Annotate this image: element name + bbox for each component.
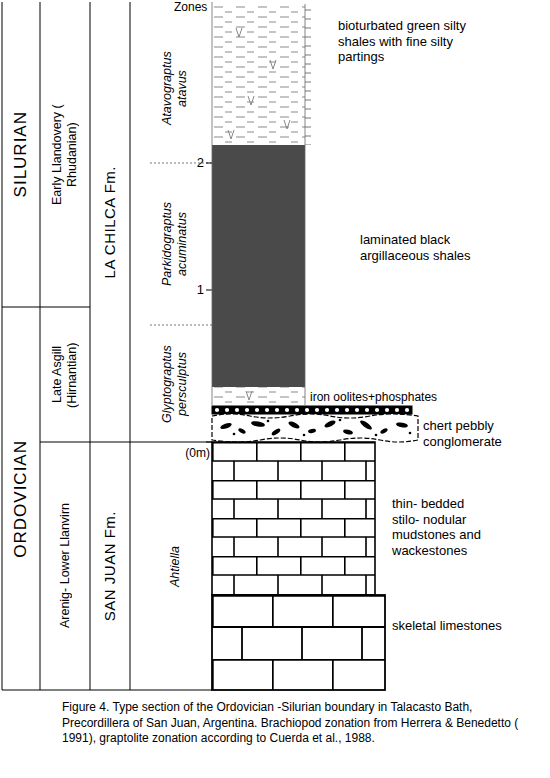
black-shale bbox=[212, 145, 305, 387]
chert-grain bbox=[339, 419, 342, 422]
shale-ticks bbox=[305, 4, 313, 145]
lithology-label: skeletal limestones bbox=[392, 618, 532, 634]
unit-name: Early Llandovery ( Rhudanian) bbox=[50, 100, 80, 210]
bioturbation-mark bbox=[246, 391, 252, 400]
chert-pebble bbox=[288, 420, 301, 430]
lithology-label: chert pebbly conglomerate bbox=[423, 418, 523, 449]
unit-name: Arenig- Lower Llanvirn bbox=[58, 503, 73, 628]
lithology-label: iron oolites+phosphates bbox=[310, 390, 470, 404]
formation-cell: SAN JUAN Fm. bbox=[90, 442, 130, 690]
zone-name: Atavograptus atavus bbox=[160, 41, 190, 136]
row-border bbox=[2, 307, 212, 690]
system-cell: ORDOVICIAN bbox=[2, 307, 40, 690]
column-edge bbox=[212, 2, 305, 405]
chert-pebbles bbox=[220, 419, 412, 437]
scale-number: 1 bbox=[180, 282, 204, 298]
series-cell: Late Asgill (Hirnantian) bbox=[40, 307, 90, 442]
zone-name: Glyptograptus persculptus bbox=[160, 339, 190, 429]
bioturbation-mark bbox=[228, 28, 290, 139]
chert-pebble bbox=[343, 429, 354, 436]
column-border bbox=[2, 2, 130, 690]
zone-cell: Glyptograptus persculptus bbox=[150, 325, 200, 442]
chert-grain bbox=[267, 420, 270, 423]
zone-name: Ahtiella bbox=[168, 546, 183, 587]
stylonodular-limestone bbox=[212, 442, 375, 595]
lithology-label: laminated black argillaceous shales bbox=[360, 232, 480, 263]
column-header: Zones bbox=[174, 0, 214, 14]
chert-pebble bbox=[238, 427, 247, 434]
series-cell: Arenig- Lower Llanvirn bbox=[40, 442, 90, 690]
green-shale bbox=[212, 4, 305, 145]
zone-cell: Atavograptus atavus bbox=[150, 14, 200, 163]
chert-pebble bbox=[359, 419, 373, 431]
chert-pebble bbox=[396, 422, 409, 429]
unit-name: Late Asgill (Hirnantian) bbox=[50, 335, 80, 415]
chert-pebble bbox=[323, 419, 336, 429]
chert-grain bbox=[303, 434, 306, 437]
zone-boundary bbox=[150, 163, 212, 325]
chert-grain bbox=[375, 434, 378, 437]
chert-pebble bbox=[251, 420, 266, 428]
system-cell: SILURIAN bbox=[2, 2, 40, 307]
zone-cell: Ahtiella bbox=[150, 442, 200, 690]
unit-name: ORDOVICIAN bbox=[11, 440, 31, 558]
zone-name: Parkidograptus acuminatus bbox=[160, 189, 190, 299]
figure-caption: Figure 4. Type section of the Ordovician… bbox=[62, 700, 532, 747]
formation-cell: LA CHILCA Fm. bbox=[90, 2, 130, 442]
series-cell: Early Llandovery ( Rhudanian) bbox=[40, 2, 90, 307]
zone-cell: Parkidograptus acuminatus bbox=[150, 163, 200, 325]
shale-band bbox=[212, 387, 305, 405]
lithology-label: thin- bedded stilo- nodular mudstones an… bbox=[392, 496, 492, 558]
unit-name: SILURIAN bbox=[11, 111, 31, 197]
scale-number: (0m) bbox=[170, 446, 210, 460]
scale-number: 2 bbox=[180, 155, 204, 171]
unit-name: SAN JUAN Fm. bbox=[101, 511, 119, 621]
chert-grain bbox=[409, 432, 412, 435]
conglomerate bbox=[212, 414, 418, 442]
chert-pebble bbox=[220, 422, 233, 431]
oolite-band bbox=[212, 406, 412, 414]
unit-name: LA CHILCA Fm. bbox=[101, 166, 119, 278]
scale-tick bbox=[206, 163, 212, 442]
chert-grain bbox=[233, 433, 236, 436]
chert-pebble bbox=[271, 427, 282, 436]
chert-pebble bbox=[308, 428, 317, 433]
chert-pebble bbox=[380, 427, 389, 434]
skeletal-limestone bbox=[212, 595, 385, 690]
lithology-label: bioturbated green silty shales with fine… bbox=[338, 18, 478, 65]
